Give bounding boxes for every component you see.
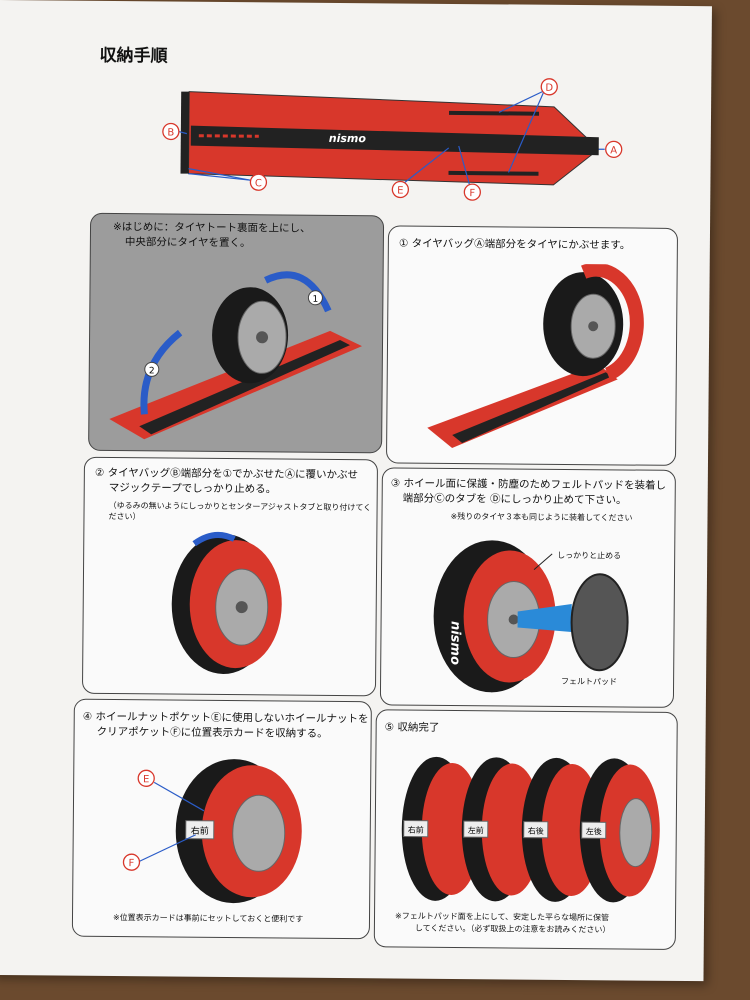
svg-text:1: 1 (312, 295, 318, 305)
svg-text:右後: 右後 (528, 826, 544, 836)
step-5-illustration: 右前 左前 右後 左後 (401, 756, 660, 903)
step-3-line-2: 端部分Ⓒのタブを Ⓓにしっかり止めて下さい。 (402, 492, 627, 507)
marker-F: F (463, 183, 481, 201)
step-2-illustration (171, 531, 282, 674)
step-1-illustration (427, 262, 644, 448)
instruction-sheet: 収納手順 nismo A B C D (0, 0, 712, 982)
step-4-line-2: クリアポケットⒻに位置表示カードを収納する。 (96, 725, 328, 740)
step-5-note-2: してください。（必ず取扱上の注意をお読みください） (414, 923, 611, 935)
card-label: 右前 (191, 825, 209, 837)
marker-C: C (249, 173, 268, 191)
step-intro-line-2: 中央部分にタイヤを置く。 (124, 236, 251, 250)
marker-D: D (540, 78, 558, 96)
svg-text:C: C (255, 178, 262, 189)
page-title: 収納手順 (99, 45, 168, 67)
step-2-panel: ② タイヤバッグⒷ端部分を①でかぶせたⒶに覆いかぶせ マジックテープでしっかり止… (81, 456, 379, 697)
step-5-note-1: ※フェルトパッド面を上にして、安定した平らな場所に保管 (394, 911, 610, 923)
step-5-panel: ⑤ 収納完了 ※フェルトパッド面を上にして、安定した平らな場所に保管 してくださ… (373, 709, 678, 950)
marker-B: B (162, 122, 180, 141)
svg-text:E: E (143, 774, 149, 785)
stored-tire-4: 左後 (579, 758, 660, 903)
marker-A: A (605, 140, 623, 159)
svg-text:A: A (610, 145, 617, 156)
svg-text:F: F (469, 188, 475, 199)
step-5-line-1: ⑤ 収納完了 (384, 721, 440, 734)
step-3-panel: ③ ホイール面に保護・防塵のためフェルトパッドを装着し 端部分Ⓒのタブを Ⓓにし… (379, 467, 676, 708)
step-intro-panel: ※はじめに：タイヤトート裏面を上にし、 中央部分にタイヤを置く。 1 2 (88, 212, 385, 454)
step-4-panel: ④ ホイールナットポケットⒺに使用しないホイールナットを クリアポケットⒻに位置… (71, 698, 372, 940)
step-3-note: ※残りのタイヤ３本も同じように装着してください (450, 511, 633, 523)
marker-F: F (122, 853, 141, 871)
svg-text:B: B (167, 127, 174, 138)
svg-text:E: E (397, 185, 403, 196)
svg-text:2: 2 (149, 366, 155, 376)
step-4-illustration: 右前 E F (122, 759, 302, 904)
step-1-line-1: ① タイヤバッグⒶ端部分をタイヤにかぶせます。 (398, 237, 631, 252)
step-intro-line-1: ※はじめに：タイヤトート裏面を上にし、 (112, 220, 311, 235)
svg-text:F: F (129, 858, 135, 869)
svg-text:左前: 左前 (468, 825, 484, 835)
marker-E: E (391, 180, 410, 199)
marker-1: 1 (307, 290, 323, 306)
svg-text:右前: 右前 (408, 825, 424, 835)
tire-on-tote-illustration: 1 2 (109, 271, 362, 440)
tire-brand-text: nismo (447, 621, 462, 665)
marker-E: E (137, 769, 155, 787)
marker-2: 2 (144, 361, 160, 377)
tote-strap-diagram: nismo A B C D E (162, 78, 623, 201)
strap-brand-text: nismo (329, 132, 367, 145)
step-4-note: ※位置表示カードは事前にセットしておくと便利です (112, 913, 304, 924)
step-3-illustration: nismo (433, 540, 629, 693)
step-1-panel: ① タイヤバッグⒶ端部分をタイヤにかぶせます。 (385, 225, 679, 466)
svg-text:D: D (545, 83, 553, 94)
step-2-line-2: マジックテープでしっかり止める。 (108, 481, 277, 496)
svg-text:左後: 左後 (586, 826, 602, 836)
